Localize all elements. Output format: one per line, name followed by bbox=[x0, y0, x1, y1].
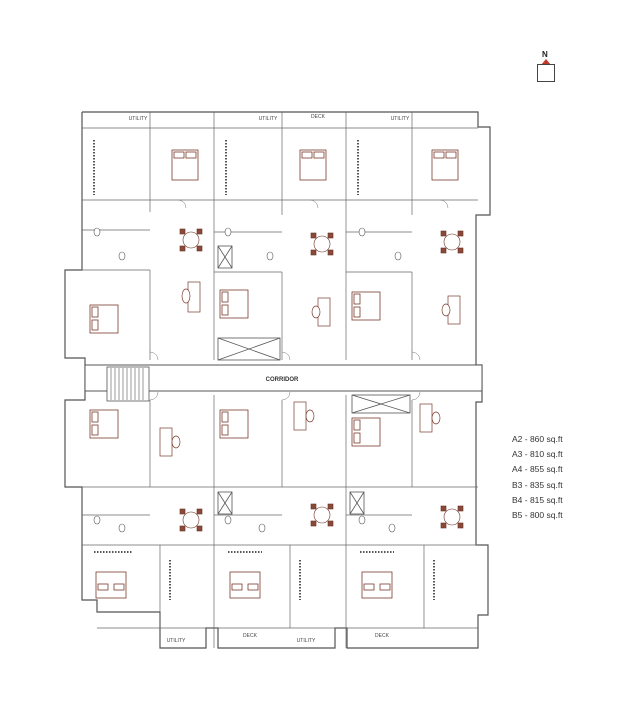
dining-tables bbox=[179, 228, 464, 532]
staircase bbox=[106, 366, 150, 402]
legend-item: A3 - 810 sq.ft bbox=[512, 449, 563, 460]
north-box-icon bbox=[537, 64, 555, 82]
deck-label: DECK bbox=[375, 633, 390, 639]
legend-item: B3 - 835 sq.ft bbox=[512, 479, 563, 490]
north-marker-icon bbox=[541, 59, 551, 65]
top-labels: UTILITY UTILITY DECK UTILITY bbox=[129, 114, 410, 122]
toilets bbox=[93, 227, 402, 533]
bottom-partitions bbox=[82, 395, 478, 648]
legend-item: B5 - 800 sq.ft bbox=[512, 510, 563, 521]
legend-item: A2 - 860 sq.ft bbox=[512, 434, 563, 444]
top-partitions bbox=[82, 112, 478, 360]
unit-area-legend: A2 - 860 sq.ft A3 - 810 sq.ft A4 - 855 s… bbox=[512, 432, 563, 523]
utility-label: UTILITY bbox=[259, 116, 278, 122]
deck-label: DECK bbox=[243, 633, 258, 639]
beds bbox=[89, 149, 459, 599]
corridor: CORRIDOR bbox=[84, 364, 483, 392]
deck-label: DECK bbox=[311, 114, 326, 120]
door-swings bbox=[149, 199, 449, 401]
legend-item: A4 - 855 sq.ft bbox=[512, 464, 563, 475]
north-label: N bbox=[542, 50, 548, 59]
north-arrow: N bbox=[536, 50, 556, 86]
kitchen-counters bbox=[93, 140, 435, 600]
sofas bbox=[159, 281, 461, 457]
legend-item: B4 - 815 sq.ft bbox=[512, 494, 563, 505]
bottom-labels: UTILITY DECK UTILITY DECK bbox=[167, 633, 390, 644]
utility-label: UTILITY bbox=[391, 116, 410, 122]
corridor-label: CORRIDOR bbox=[266, 377, 299, 383]
utility-label: UTILITY bbox=[167, 638, 186, 644]
utility-label: UTILITY bbox=[297, 638, 316, 644]
lift-shafts bbox=[217, 245, 411, 515]
utility-label: UTILITY bbox=[129, 116, 148, 122]
